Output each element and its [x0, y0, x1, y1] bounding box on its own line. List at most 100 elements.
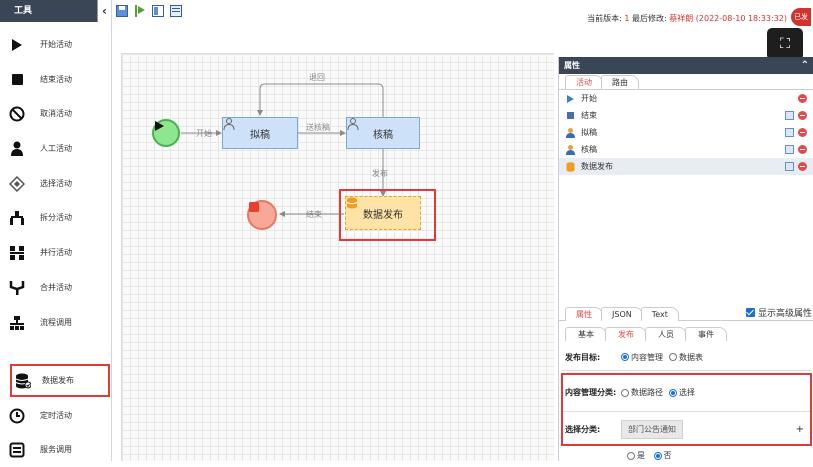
- expand-fullscreen-button[interactable]: ⛶: [767, 28, 803, 60]
- list-item-publish[interactable]: 数据发布: [559, 158, 813, 175]
- tab-events[interactable]: 事件: [685, 327, 727, 341]
- tab-json[interactable]: JSON: [601, 307, 643, 321]
- tab-text[interactable]: Text: [640, 307, 679, 321]
- advanced-label: 显示高级属性: [757, 309, 812, 319]
- list-item-start[interactable]: 开始: [559, 90, 813, 107]
- tab-publish[interactable]: 发布: [605, 327, 647, 341]
- end-node[interactable]: [247, 200, 277, 230]
- copy-icon[interactable]: [785, 111, 794, 120]
- preview-icon[interactable]: [170, 5, 182, 17]
- list-item-label: 结束: [581, 111, 597, 120]
- tool-process-call[interactable]: 流程调用: [0, 305, 112, 340]
- copy-icon[interactable]: [785, 162, 794, 171]
- database-small-icon: [565, 161, 575, 172]
- stop-square-icon: [8, 71, 26, 89]
- list-item-label: 数据发布: [581, 162, 613, 171]
- publish-target-label: 发布目标:: [565, 352, 601, 362]
- radio-option-path[interactable]: 数据路径: [621, 387, 663, 398]
- tool-choice-activity[interactable]: 选择活动: [0, 166, 112, 201]
- save-icon[interactable]: [116, 5, 128, 17]
- select-category-label: 选择分类:: [565, 424, 601, 434]
- radio-unselected[interactable]: [669, 353, 677, 361]
- toolbox-collapse-button[interactable]: ‹: [97, 0, 111, 22]
- modifier-name: 蔡祥朗: [669, 14, 694, 23]
- person-small-icon: [565, 127, 575, 138]
- edge-return[interactable]: [257, 83, 384, 117]
- flow-connectors: [181, 83, 386, 217]
- radio-option-no[interactable]: 否: [653, 451, 672, 460]
- toolbox-header: 工具 ‹: [0, 0, 111, 22]
- properties-title: 属性: [564, 61, 580, 70]
- task-node-publish[interactable]: 数据发布: [345, 196, 421, 230]
- tool-label: 合并活动: [40, 283, 72, 292]
- tab-properties[interactable]: 属性: [565, 307, 603, 321]
- copy-icon[interactable]: [785, 128, 794, 137]
- clock-icon: [8, 407, 26, 425]
- delete-icon[interactable]: [798, 145, 807, 154]
- task-label: 拟稿: [250, 129, 270, 141]
- database-color-icon: [346, 197, 358, 209]
- task-label: 核稿: [373, 129, 393, 141]
- flow-canvas[interactable]: 开始 送核稿 退回 发布 结束 拟稿 核稿 数据发布: [121, 53, 554, 461]
- publish-target-row: 发布目标: 内容管理 数据表: [561, 344, 812, 371]
- radio-option-yes[interactable]: 是: [627, 451, 645, 460]
- tool-merge-activity[interactable]: 合并活动: [0, 270, 112, 305]
- start-node[interactable]: [152, 119, 180, 147]
- tool-service-call[interactable]: 服务调用: [0, 432, 112, 467]
- task-node-review[interactable]: 核稿: [346, 117, 420, 149]
- tool-parallel-activity[interactable]: 并行活动: [0, 235, 112, 270]
- tool-manual-activity[interactable]: 人工活动: [0, 131, 112, 166]
- tool-split-activity[interactable]: 拆分活动: [0, 200, 112, 235]
- delete-icon[interactable]: [798, 94, 807, 103]
- status-badge[interactable]: 已发: [791, 8, 811, 26]
- stop-small-icon: [565, 111, 575, 121]
- advanced-properties-toggle[interactable]: 显示高级属性: [745, 306, 812, 319]
- radio-option-table[interactable]: 数据表: [669, 352, 703, 363]
- radio-option-content[interactable]: 内容管理: [621, 352, 663, 363]
- toolbox-title: 工具: [14, 6, 33, 16]
- delete-icon[interactable]: [798, 162, 807, 171]
- radio-selected[interactable]: [621, 353, 629, 361]
- radio-selected[interactable]: [653, 451, 662, 460]
- person-icon: [8, 140, 26, 158]
- task-node-draft[interactable]: 拟稿: [222, 117, 298, 149]
- add-icon[interactable]: +: [795, 423, 804, 435]
- radio-option-select[interactable]: 选择: [669, 387, 695, 398]
- delete-icon[interactable]: [798, 128, 807, 137]
- tool-end-activity[interactable]: 结束活动: [0, 62, 112, 97]
- tab-routes[interactable]: 路由: [601, 75, 639, 89]
- chevron-up-icon[interactable]: ⌃: [800, 60, 809, 71]
- tool-cancel-activity[interactable]: 取消活动: [0, 96, 112, 131]
- parallel-icon: [8, 244, 26, 262]
- category-value-field[interactable]: 部门公告通知: [621, 419, 683, 439]
- copy-icon[interactable]: [785, 145, 794, 154]
- delete-icon[interactable]: [798, 111, 807, 120]
- list-item-review[interactable]: 核稿: [559, 141, 813, 158]
- list-item-end[interactable]: 结束: [559, 107, 813, 124]
- version-prefix: 当前版本:: [587, 14, 625, 23]
- list-item-draft[interactable]: 拟稿: [559, 124, 813, 141]
- radio-unselected[interactable]: [621, 388, 629, 397]
- tool-timer-activity[interactable]: 定时活动: [0, 398, 112, 433]
- toolbox-panel: 工具 ‹ 开始活动 结束活动 取消活动 人工活动 选择活动 拆分活动 并行活动: [0, 0, 112, 461]
- checkbox-checked[interactable]: [745, 308, 755, 317]
- list-item-label: 拟稿: [581, 128, 597, 137]
- radio-unselected[interactable]: [627, 451, 635, 460]
- tab-personnel[interactable]: 人员: [645, 327, 687, 341]
- properties-header: 属性 ⌃: [559, 57, 813, 74]
- tool-start-activity[interactable]: 开始活动: [0, 27, 112, 62]
- tool-label: 定时活动: [40, 411, 72, 420]
- play-icon: [155, 121, 164, 131]
- category-mode-row: 内容管理分类: 数据路径 选择: [561, 374, 812, 412]
- tab-basic[interactable]: 基本: [565, 327, 607, 341]
- radio-selected[interactable]: [669, 388, 677, 397]
- tool-label: 流程调用: [40, 318, 72, 327]
- property-tab-strip: 属性 JSON Text: [559, 303, 813, 321]
- edge-label-send-review: 送核稿: [306, 123, 330, 132]
- tool-label: 人工活动: [40, 144, 72, 153]
- layout-icon[interactable]: [152, 5, 164, 17]
- property-tabs: 属性 JSON Text 显示高级属性: [559, 303, 813, 321]
- tool-data-publish[interactable]: 数据发布: [10, 364, 110, 397]
- run-icon[interactable]: [134, 5, 146, 17]
- tab-activities[interactable]: 活动: [565, 75, 603, 89]
